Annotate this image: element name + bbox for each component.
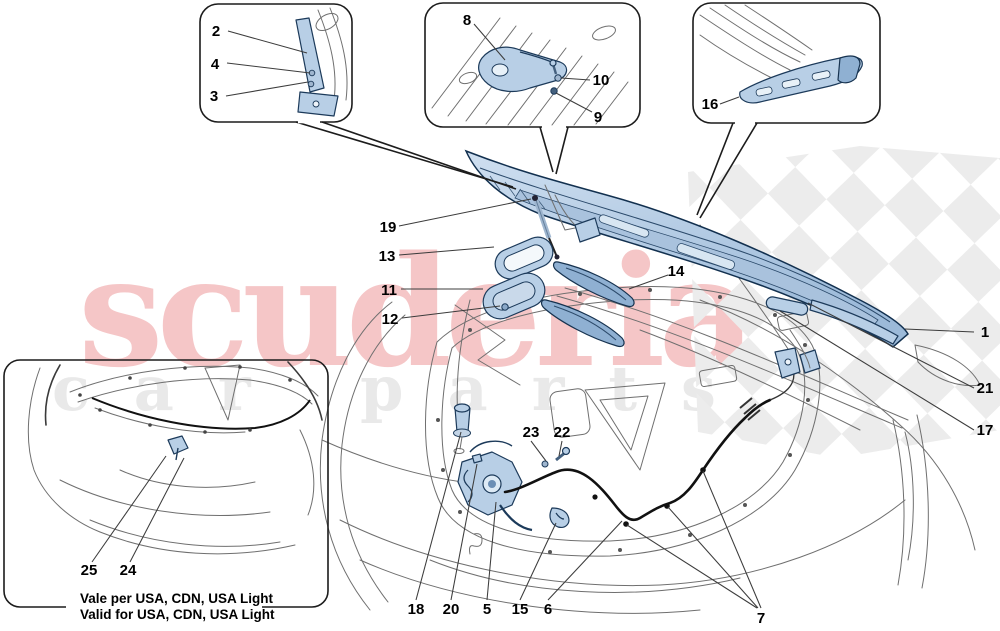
latch-bolt (541, 446, 571, 468)
callout-20[interactable]: 20 (443, 601, 460, 618)
validity-note-italian: Vale per USA, CDN, USA Light (80, 591, 274, 606)
callout-3[interactable]: 3 (210, 88, 218, 105)
safety-hook (549, 507, 570, 528)
callout-5[interactable]: 5 (483, 601, 491, 618)
inset-hinge-upper (199, 3, 517, 190)
callout-17[interactable]: 17 (977, 422, 994, 439)
callout-13[interactable]: 13 (379, 248, 396, 265)
cable-fixing-dots (592, 467, 706, 527)
inset-trim (692, 2, 881, 219)
callout-19[interactable]: 19 (380, 219, 397, 236)
callout-1[interactable]: 1 (981, 324, 989, 341)
watermark-brand-text: scuderia (78, 222, 757, 401)
highlighted-parts (453, 149, 909, 555)
callout-4[interactable]: 4 (211, 56, 220, 73)
latch-clip (471, 453, 483, 464)
vent-grille-upper (552, 261, 635, 308)
vent-grille-lower (540, 299, 625, 348)
callout-24[interactable]: 24 (120, 562, 137, 579)
seal-strip (809, 299, 899, 345)
callout-14[interactable]: 14 (668, 263, 685, 280)
seal-pad (765, 296, 809, 316)
gasket-ring-upper (494, 236, 554, 280)
callout-6[interactable]: 6 (544, 601, 552, 618)
callout-2[interactable]: 2 (212, 23, 220, 40)
callout-12[interactable]: 12 (382, 311, 399, 328)
callout-22[interactable]: 22 (554, 424, 571, 441)
callout-11[interactable]: 11 (381, 282, 397, 299)
lid-latch (457, 440, 533, 532)
gas-strut (532, 195, 560, 260)
inset-latch-hook (424, 2, 641, 175)
gasket-ring-lower (482, 272, 546, 320)
callout-18[interactable]: 18 (408, 601, 425, 618)
callout-9[interactable]: 9 (594, 109, 602, 126)
callout-labels: 2 4 3 8 10 9 16 19 13 11 12 14 1 21 17 2… (81, 12, 994, 627)
callout-25[interactable]: 25 (81, 562, 98, 579)
inset-usa-version (3, 359, 329, 624)
usa-release-lever (167, 435, 189, 455)
release-knob (453, 403, 471, 454)
leader-lines (91, 23, 975, 609)
callout-10[interactable]: 10 (593, 72, 610, 89)
car-body-drawing (319, 224, 981, 614)
callout-8[interactable]: 8 (463, 12, 471, 29)
validity-note-english: Valid for USA, CDN, USA Light (80, 607, 275, 622)
release-cable (503, 398, 772, 522)
screw-12 (501, 303, 509, 311)
callout-16[interactable]: 16 (702, 96, 719, 113)
callout-21[interactable]: 21 (977, 380, 994, 397)
rim-bolt-dots (436, 288, 810, 554)
callout-23[interactable]: 23 (523, 424, 540, 441)
callout-7[interactable]: 7 (757, 610, 765, 627)
callout-15[interactable]: 15 (512, 601, 529, 618)
